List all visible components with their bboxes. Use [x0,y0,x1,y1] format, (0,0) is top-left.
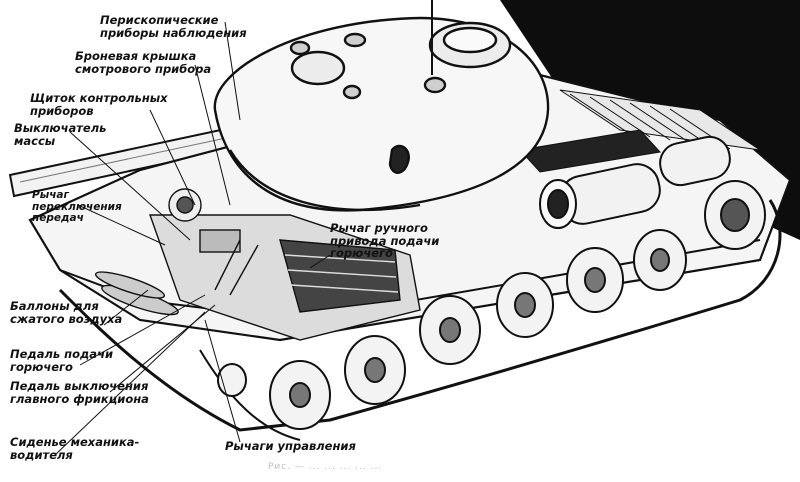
label-air-cylinders: Баллоны для сжатого воздуха [10,299,123,326]
label-driver-seat: Сиденье механика- водителя [10,435,140,462]
label-mass-switch: Выключатель массы [14,121,107,148]
fuel-tanks [539,135,731,229]
track-assembly [58,199,782,441]
turret [213,0,550,212]
label-hand-fuel-lever: Рычаг ручного привода подачи горючего [330,221,440,260]
figure-caption: Рис. — ... ... ... ... ... [268,462,383,472]
engine-grille [519,89,761,173]
label-control-levers: Рычаги управления [225,439,356,453]
label-periscope: Перископические приборы наблюдения [100,13,247,40]
road-wheels [217,180,766,430]
label-gear-lever: Рычаг переключения передач [32,189,122,224]
driver-compartment [94,188,421,341]
label-instrument-panel: Щиток контрольных приборов [30,91,168,118]
leader-lines [54,21,331,456]
label-fuel-pedal: Педаль подачи горючего [10,347,114,374]
label-armor-cover: Броневая крышка смотрового прибора [75,49,212,76]
label-clutch-pedal: Педаль выключения главного фрикциона [10,379,149,406]
